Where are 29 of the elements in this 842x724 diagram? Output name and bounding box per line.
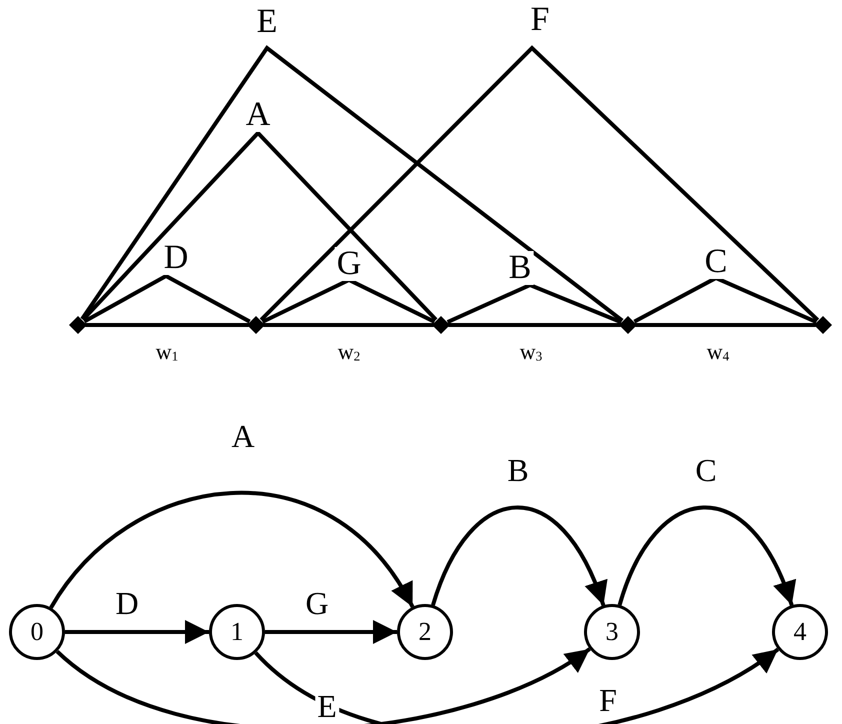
edge-label: B [506,251,534,285]
state-number: 4 [794,619,806,645]
state-number: 3 [606,619,618,645]
arrow [254,648,780,724]
connector-line [85,323,249,327]
state-number: 1 [230,619,244,645]
connector-line [635,323,816,327]
connector-line [263,323,434,327]
connector-line [260,45,820,322]
junction-diamond [247,316,265,334]
state-circle [9,604,65,660]
connector-line [83,274,251,324]
junction-diamond [432,316,450,334]
connector-line [80,45,624,322]
arrow [65,620,209,644]
state-number: 0 [30,619,44,645]
junction-diamond [619,316,637,334]
state-number: 2 [418,619,432,645]
arrow [265,620,397,644]
edge-label: G [334,247,364,281]
arrow [56,647,591,724]
junction-diamond [814,316,832,334]
connector-line [81,130,438,322]
connector-line [446,282,622,324]
junction-diamond [69,316,87,334]
arrow [49,491,414,609]
arrow [618,506,795,606]
arrow [431,506,606,606]
connector-line [448,323,621,327]
